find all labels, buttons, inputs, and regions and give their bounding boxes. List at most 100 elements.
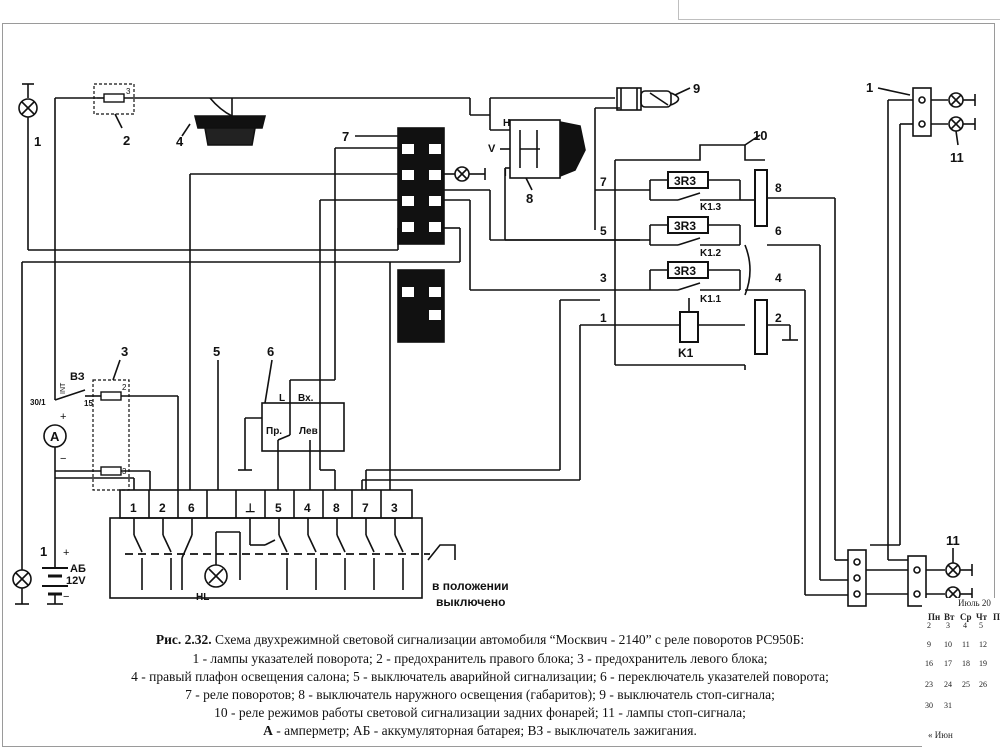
relay-left-pin-1: 1 (600, 311, 607, 325)
label-11-top: 11 (950, 150, 964, 165)
label-4: 4 (176, 134, 184, 149)
relay-left-pin-7: 7 (600, 175, 607, 189)
caption-last-text: - амперметр; АБ - аккумуляторная батарея… (272, 723, 697, 738)
calendar-day[interactable]: 18 (962, 659, 970, 668)
ignition-label: ВЗ (70, 371, 85, 383)
label-1-right: 1 (866, 80, 873, 95)
label-9: 9 (693, 81, 700, 96)
relay-right-pin-4: 4 (775, 271, 782, 285)
coil-k1: K1 (678, 346, 694, 360)
hazard-terminal-5: 5 (275, 501, 282, 515)
label-8: 8 (526, 191, 533, 206)
calendar-prev-month-link[interactable]: « Июн (928, 730, 953, 740)
ignition-int: INT (60, 382, 67, 394)
switch-8-v: V (488, 143, 496, 155)
calendar-day[interactable]: 25 (962, 680, 970, 689)
caption-fig-number: Рис. 2.32. (155, 632, 212, 647)
caption-title-text: Схема двухрежимной световой сигнализации… (211, 632, 805, 647)
calendar-day[interactable]: 3 (946, 621, 950, 630)
caption-ammeter-letter: А (263, 723, 273, 738)
label-10: 10 (753, 128, 767, 143)
caption-title: Рис. 2.32. Схема двухрежимной световой с… (0, 632, 960, 648)
flasher-vx: Вх. (298, 393, 314, 404)
switch-8-h: Н (503, 118, 510, 129)
hazard-terminal-ground: ⊥ (245, 501, 255, 515)
hazard-terminal-1: 1 (130, 501, 137, 515)
turn-lamp-left-bottom (12, 560, 32, 605)
label-1-battery: 1 (40, 544, 47, 559)
hazard-terminal-2: 2 (159, 501, 166, 515)
calendar-day[interactable]: 2 (927, 621, 931, 630)
relay-right-pin-8: 8 (775, 181, 782, 195)
relay-coil-k1 (580, 298, 745, 343)
hazard-note-1: в положении (432, 579, 509, 593)
label-5: 5 (213, 344, 220, 359)
battery (42, 560, 68, 605)
ignition-pin30: 30/1 (30, 398, 46, 407)
hazard-lamp-label: HL (196, 592, 209, 603)
calendar-day[interactable]: 10 (944, 640, 952, 649)
weekday: Пн (928, 612, 941, 622)
flasher-lev: Лев (299, 426, 318, 437)
relay-left-pin-5: 5 (600, 224, 607, 238)
stop-switch-9 (616, 87, 680, 111)
ceiling-lamp-4 (193, 97, 267, 146)
relay-10-row-1 (595, 171, 755, 201)
calendar-day[interactable]: 5 (979, 621, 983, 630)
calendar-day[interactable]: 24 (944, 680, 952, 689)
minus-sign: − (60, 453, 66, 465)
battery-plus: + (63, 547, 69, 559)
caption-line-5: А - амперметр; АБ - аккумуляторная батар… (0, 723, 960, 739)
rear-connector-top (912, 87, 976, 137)
calendar-day[interactable]: 26 (979, 680, 987, 689)
calendar-day[interactable]: 31 (944, 701, 952, 710)
hazard-note-2: выключено (436, 595, 505, 609)
figure-frame (2, 23, 995, 747)
calendar-widget: Июль 20 Пн Вт Ср Чт П 2 3 4 5 9 10 11 12… (922, 598, 1000, 747)
calendar-day[interactable]: 9 (927, 640, 931, 649)
res-2: 3R3 (674, 219, 696, 233)
turn-lamp-left-top (18, 83, 38, 250)
calendar-day[interactable]: 19 (979, 659, 987, 668)
calendar-day[interactable]: 12 (979, 640, 987, 649)
label-1-left: 1 (34, 134, 41, 149)
label-6: 6 (267, 344, 274, 359)
hazard-terminal-7: 7 (362, 501, 369, 515)
top-bar (0, 0, 1000, 22)
calendar-day[interactable]: 17 (944, 659, 952, 668)
caption-line-2: 4 - правый плафон освещения салона; 5 - … (131, 669, 829, 684)
relay-10-box (614, 144, 765, 370)
tab-underline (678, 19, 1000, 20)
hazard-terminal-6: 6 (188, 501, 195, 515)
battery-label: АБ (70, 563, 86, 575)
relay-right-pin-6: 6 (775, 224, 782, 238)
calendar-day[interactable]: 30 (925, 701, 933, 710)
calendar-day[interactable]: 11 (962, 640, 970, 649)
calendar-day[interactable]: 23 (925, 680, 933, 689)
caption-line-4: 10 - реле режимов работы световой сигнал… (214, 705, 746, 720)
battery-minus: − (63, 591, 69, 603)
hazard-terminal-4: 4 (304, 501, 311, 515)
res-3: 3R3 (674, 264, 696, 278)
fuse-3-pin-a: 2 (122, 383, 127, 392)
relay-left-pin-3: 3 (600, 271, 607, 285)
contact-3: K1.1 (700, 294, 722, 305)
relay-10-row-3 (600, 261, 741, 291)
calendar-day[interactable]: 4 (963, 621, 967, 630)
calendar-day[interactable]: 16 (925, 659, 933, 668)
tab-divider (678, 0, 679, 20)
label-3: 3 (121, 344, 128, 359)
hazard-terminal-8: 8 (333, 501, 340, 515)
contact-2: K1.2 (700, 248, 722, 259)
weekday: Ср (960, 612, 972, 622)
res-1: 3R3 (674, 174, 696, 188)
battery-voltage: 12V (66, 575, 86, 587)
label-2: 2 (123, 133, 130, 148)
caption-line-1: 1 - лампы указателей поворота; 2 - предо… (192, 651, 768, 666)
caption-line-3: 7 - реле поворотов; 8 - выключатель нару… (185, 687, 775, 702)
relay-right-pin-2: 2 (775, 311, 782, 325)
flasher-pr: Пр. (266, 426, 282, 437)
hazard-switch-5 (109, 489, 456, 599)
relay-10-row-2 (505, 216, 741, 246)
